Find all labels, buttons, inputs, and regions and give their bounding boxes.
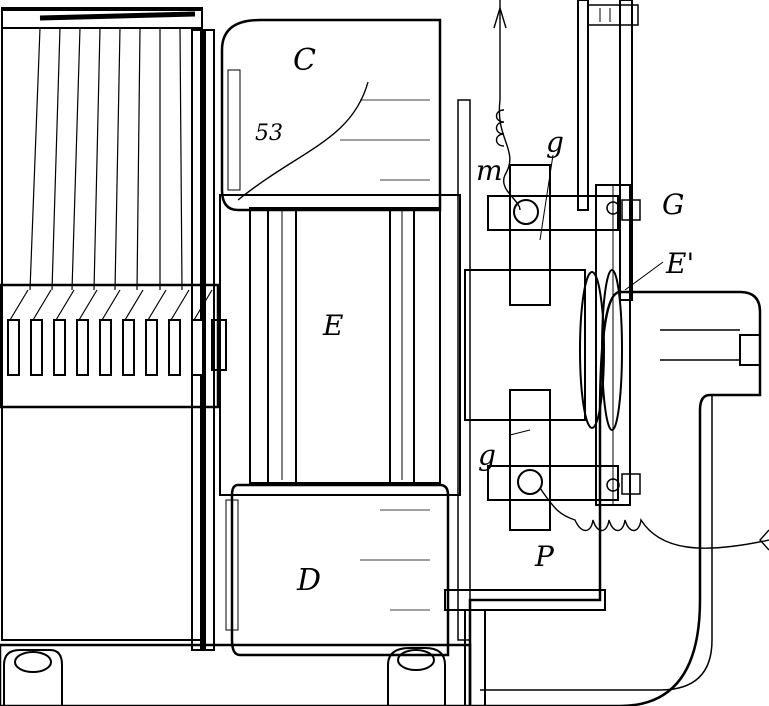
terminal-lead	[147, 289, 167, 321]
base	[0, 643, 472, 706]
label-53: 53	[255, 121, 283, 146]
label-m: m	[476, 154, 503, 187]
label-c: C	[293, 43, 316, 78]
label-e: E	[322, 309, 343, 342]
terminal-tooth	[191, 319, 204, 376]
terminal-band	[0, 283, 227, 409]
terminal-lead	[9, 289, 29, 321]
label-d: D	[296, 563, 321, 598]
label-e-prime: E'	[665, 247, 694, 280]
terminal-tooth	[99, 319, 112, 376]
terminal-tooth	[30, 319, 43, 376]
wires	[493, 0, 769, 551]
terminal-tooth	[145, 319, 158, 376]
label-p: P	[534, 540, 555, 573]
terminal-lead	[170, 289, 190, 321]
terminal-lead	[193, 289, 213, 321]
terminal-lead	[55, 289, 75, 321]
terminal-lead	[78, 289, 98, 321]
armature-core	[219, 18, 461, 657]
label-g-lower: g	[478, 439, 496, 472]
terminal-tooth	[53, 319, 66, 376]
terminal-tooth	[168, 319, 181, 376]
terminal-tooth	[122, 319, 135, 376]
terminal-lead	[32, 289, 52, 321]
terminal-lead	[101, 289, 121, 321]
terminal-lead	[124, 289, 144, 321]
terminal-tooth	[7, 319, 20, 376]
bearing-bracket	[444, 290, 762, 706]
labels: C D E E' G g g m P 53	[255, 43, 694, 598]
label-g: G	[662, 188, 684, 221]
terminal-tooth	[76, 319, 89, 376]
label-g-upper: g	[546, 126, 564, 159]
